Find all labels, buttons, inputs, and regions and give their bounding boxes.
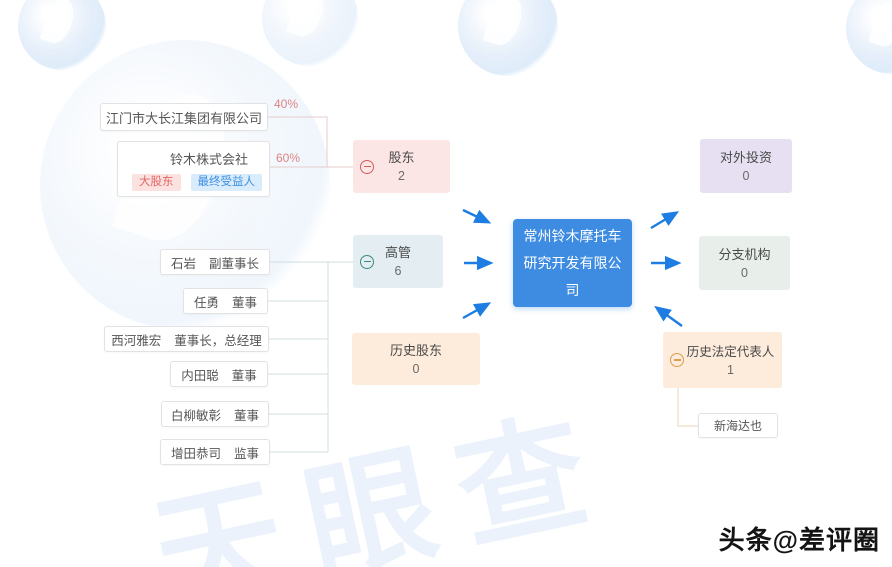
- shareholder-group-node[interactable]: 股东 2: [353, 140, 450, 193]
- shareholder-box-dachangjiang[interactable]: 江门市大长江集团有限公司: [100, 103, 268, 131]
- executive-name: 西河雅宏: [111, 333, 162, 348]
- executive-name: 白柳敏彰: [170, 408, 221, 423]
- brand-logo-watermark: [846, 0, 892, 74]
- executive-title: 监事: [234, 446, 260, 461]
- executive-name: 任勇: [193, 295, 219, 310]
- executive-title: 副董事长: [209, 256, 260, 271]
- node-count: 0: [741, 265, 748, 280]
- node-label: 高管: [384, 245, 411, 260]
- executive-title: 董事: [234, 408, 260, 423]
- share-percent-40: 40%: [274, 97, 299, 111]
- share-percent-60: 60%: [276, 151, 301, 165]
- shareholder-name: 铃木株式会社: [170, 152, 249, 167]
- person-name: 新海达也: [713, 419, 762, 433]
- toutiao-credit-watermark: 头条@差评圈: [718, 525, 880, 555]
- node-count: 6: [394, 264, 402, 278]
- executive-box[interactable]: 内田聪 董事: [170, 361, 268, 387]
- executive-box[interactable]: 西河雅宏 董事长，总经理: [104, 326, 269, 352]
- node-count: 1: [727, 362, 734, 377]
- branches-node[interactable]: 分支机构 0: [699, 236, 790, 290]
- brand-logo-watermark: [18, 0, 106, 70]
- executive-name: 增田恭司: [170, 446, 221, 461]
- node-count: 0: [742, 168, 750, 183]
- node-label: 分支机构: [718, 246, 771, 262]
- node-label: 对外投资: [719, 149, 772, 165]
- node-label: 股东: [388, 150, 415, 165]
- executive-box[interactable]: 白柳敏彰 董事: [161, 401, 269, 427]
- ultimate-beneficiary-tag[interactable]: 最终受益人: [190, 174, 262, 191]
- brand-logo-watermark: [262, 0, 358, 66]
- shareholder-name: 江门市大长江集团有限公司: [105, 110, 262, 126]
- major-shareholder-tag[interactable]: 大股东: [132, 174, 181, 191]
- node-label: 历史法定代表人: [686, 344, 775, 359]
- executive-box[interactable]: 任勇 董事: [183, 288, 268, 314]
- node-count: 0: [412, 361, 420, 376]
- history-legal-rep-person-box[interactable]: 新海达也: [698, 413, 778, 438]
- executive-group-node[interactable]: 高管 6: [353, 235, 443, 288]
- collapse-minus-icon[interactable]: [360, 159, 374, 174]
- history-shareholder-node[interactable]: 历史股东 0: [352, 333, 480, 385]
- collapse-minus-icon[interactable]: [360, 254, 374, 269]
- executive-name: 内田聪: [181, 368, 219, 383]
- executive-name: 石岩: [170, 256, 196, 271]
- executive-title: 董事: [231, 368, 257, 383]
- collapse-minus-icon[interactable]: [670, 353, 684, 367]
- outbound-investment-node[interactable]: 对外投资 0: [700, 139, 792, 193]
- company-node[interactable]: 常州铃木摩托车研究开发有限公司: [513, 219, 632, 307]
- node-count: 2: [398, 169, 405, 183]
- executive-box[interactable]: 增田恭司 监事: [160, 439, 270, 465]
- node-label: 历史股东: [389, 342, 442, 358]
- brand-logo-watermark: [458, 0, 558, 76]
- history-legal-rep-node[interactable]: 历史法定代表人 1: [663, 332, 782, 388]
- executive-title: 董事: [232, 295, 258, 310]
- shareholder-box-suzuki[interactable]: 铃木株式会社 大股东 最终受益人: [117, 141, 270, 197]
- executive-title: 董事长，总经理: [174, 333, 262, 348]
- executive-box[interactable]: 石岩 副董事长: [160, 249, 270, 275]
